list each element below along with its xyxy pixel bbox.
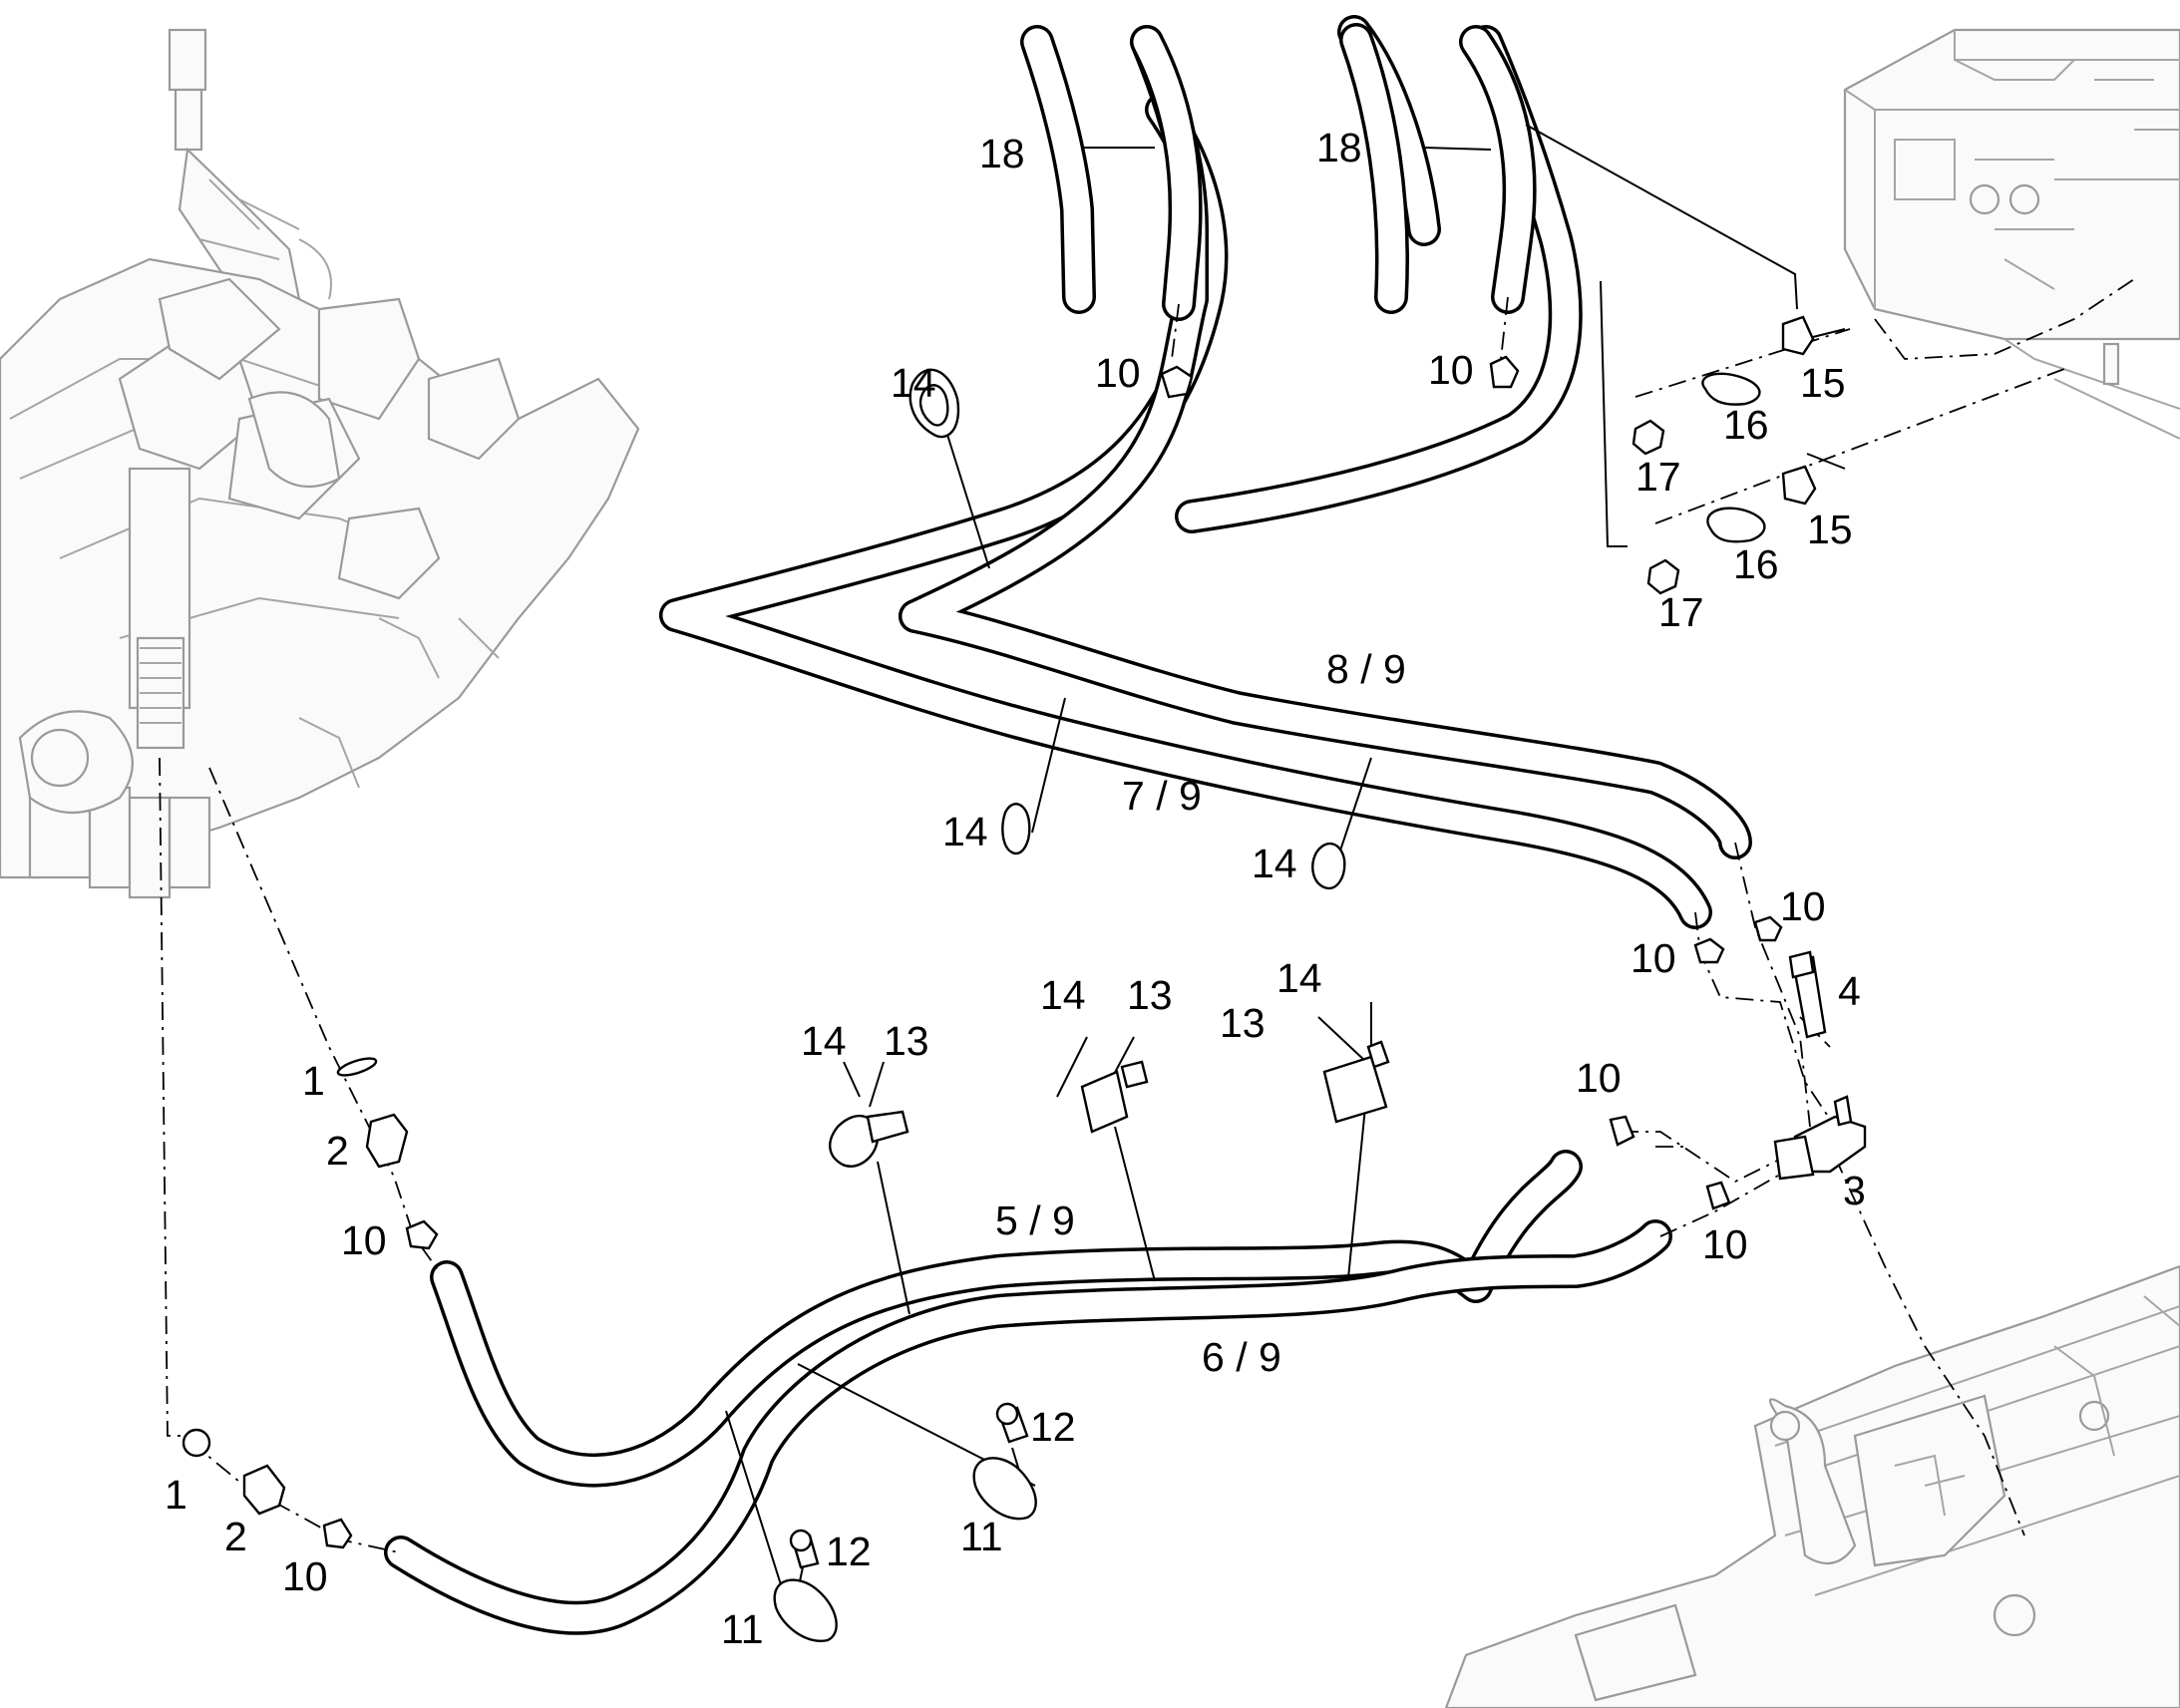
hose-lower-6-9: [384, 1219, 1672, 1635]
hose-upright-18: [1020, 15, 1537, 321]
callout-14f: 14: [801, 1018, 847, 1064]
callout-2a: 2: [326, 1128, 349, 1174]
callout-14d: 14: [1040, 972, 1086, 1018]
callout-1b: 1: [165, 1472, 187, 1518]
callout-7-9: 7 / 9: [1122, 773, 1202, 819]
engine-illustration: [0, 28, 640, 899]
callout-12b: 12: [826, 1529, 872, 1574]
callout-3: 3: [1843, 1168, 1866, 1213]
callout-17b: 17: [1658, 589, 1704, 635]
callout-14b: 14: [942, 809, 988, 854]
chassis-frame-illustration: [1444, 1264, 2180, 1708]
callout-10a: 10: [1095, 350, 1141, 396]
callout-10f: 10: [1576, 1055, 1622, 1101]
callout-14a: 14: [891, 360, 936, 406]
callout-2b: 2: [224, 1514, 247, 1559]
callout-5-9: 5 / 9: [995, 1197, 1075, 1243]
callout-10c: 10: [1780, 883, 1826, 929]
callout-15a: 15: [1800, 360, 1846, 406]
callout-10g: 10: [1702, 1221, 1748, 1267]
callout-6-9: 6 / 9: [1202, 1334, 1281, 1380]
callout-4: 4: [1838, 968, 1861, 1014]
small-parts: [182, 315, 1867, 1643]
callout-13f: 13: [884, 1018, 929, 1064]
callout-11a: 11: [960, 1514, 1003, 1559]
callout-8-9: 8 / 9: [1326, 646, 1406, 692]
callout-18b: 18: [1316, 125, 1362, 171]
callout-10h: 10: [282, 1553, 328, 1599]
callout-10d: 10: [1631, 935, 1676, 981]
control-unit-illustration: [1843, 28, 2180, 440]
callout-18a: 18: [979, 131, 1025, 176]
callout-14e: 14: [1276, 955, 1322, 1001]
callout-15b: 15: [1807, 507, 1853, 552]
callout-14c: 14: [1252, 841, 1297, 886]
callout-11b: 11: [721, 1606, 764, 1652]
callout-16a: 16: [1723, 402, 1769, 448]
callout-10b: 10: [1428, 347, 1474, 393]
callout-16b: 16: [1733, 541, 1779, 587]
callout-13e: 13: [1220, 1000, 1266, 1046]
callout-12a: 12: [1030, 1404, 1076, 1450]
callout-17a: 17: [1635, 454, 1681, 500]
callout-10e: 10: [341, 1217, 387, 1263]
callout-labels: 18 18 14 10 10 15 16 17 15 16 17 8 / 9 7…: [165, 125, 1866, 1652]
callout-1a: 1: [302, 1058, 325, 1104]
callout-13d: 13: [1127, 972, 1173, 1018]
